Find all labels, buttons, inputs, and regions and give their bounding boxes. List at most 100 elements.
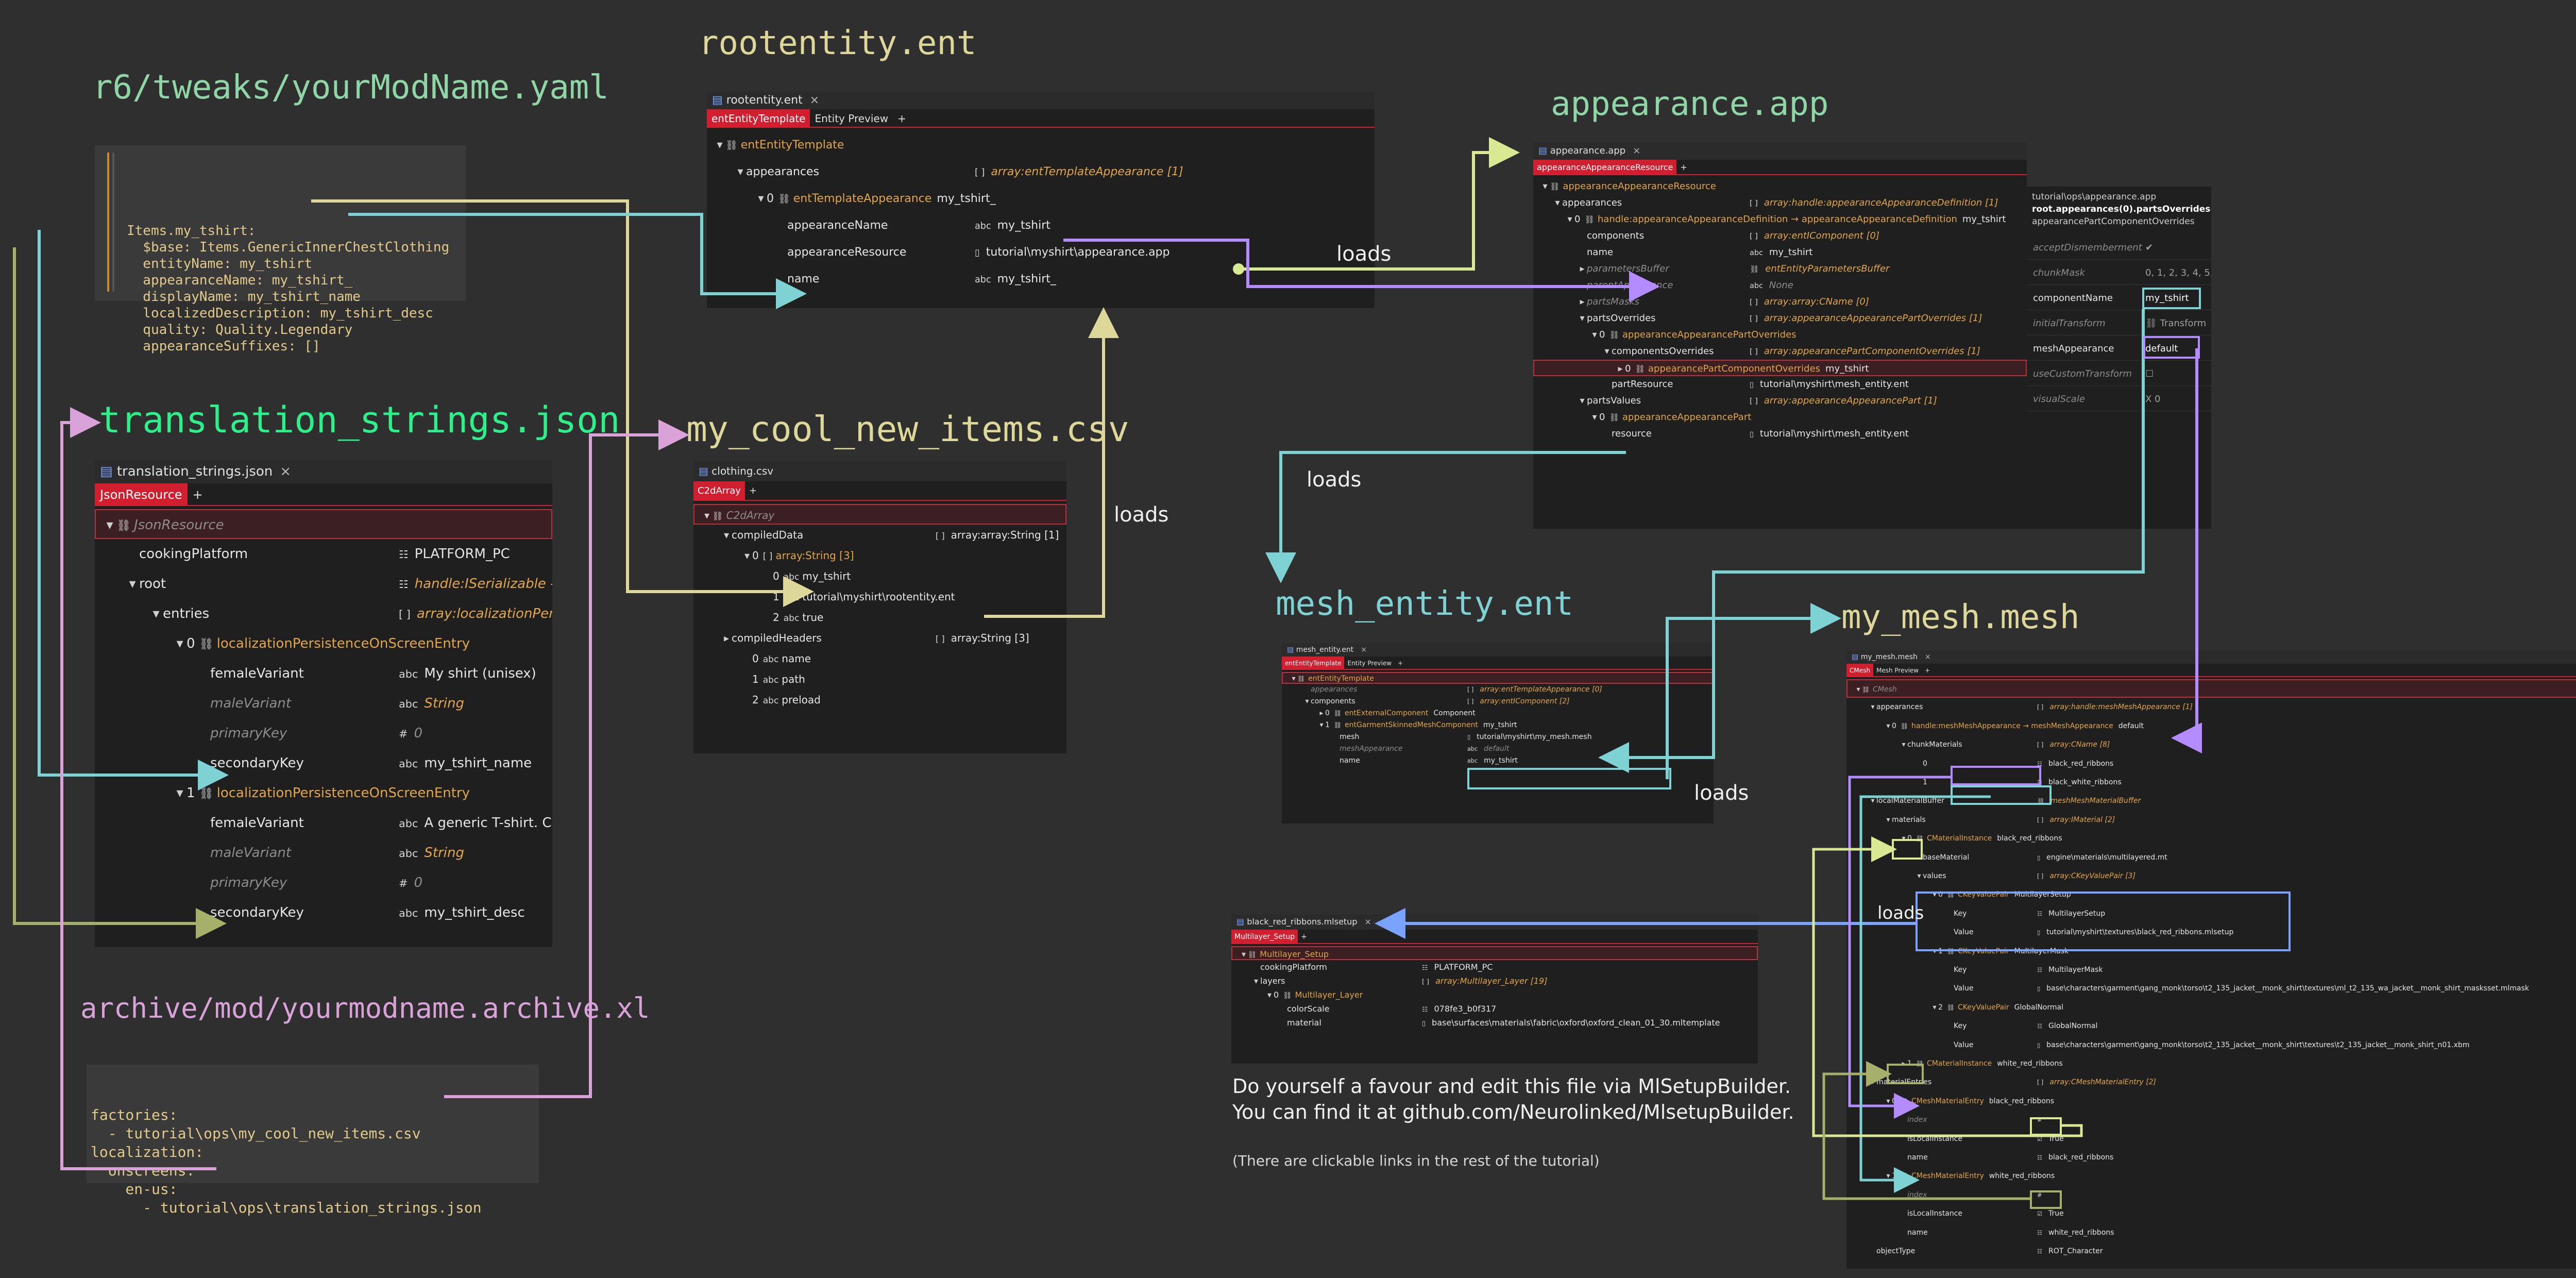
tree-row[interactable]: ▾appearances[ ]array:handle:meshMeshAppe… [1846,698,2576,716]
chevron-down-icon[interactable]: ▾ [1856,685,1860,694]
tree-row[interactable]: ▾0⛓handle:appearanceAppearanceDefinition… [1533,211,2027,228]
chevron-right-icon[interactable]: ▸ [1319,709,1324,717]
tree-row[interactable]: ▾layers[ ]array:Multilayer_Layer [19] [1231,974,1758,988]
tree-row[interactable]: isLocalInstance☑True [1846,1204,2576,1223]
chevron-down-icon[interactable]: ▾ [1592,329,1597,340]
chevron-down-icon[interactable]: ▾ [129,576,136,592]
tree-row[interactable]: ▾components[ ]array:entIComponent [2] [1282,696,1714,708]
chevron-down-icon[interactable]: ▾ [737,165,743,178]
tab-1[interactable]: + [1301,933,1307,941]
tab-0[interactable]: Multilayer_Setup [1231,930,1298,944]
tree-row[interactable]: ▸partsMasks[ ]array:array:CName [0] [1533,294,2027,310]
tree-row[interactable]: ▾chunkMaterials[ ]array:CName [8] [1846,735,2576,754]
chevron-down-icon[interactable]: ▾ [717,139,723,152]
tree-row[interactable]: ▾0⛓appearanceAppearancePart [1533,409,2027,426]
tree-row[interactable]: ▾compiledData[ ]array:array:String [1] [693,525,1066,545]
tree-row[interactable]: ▾⛓CMesh [1846,679,2576,698]
tab-0[interactable]: appearanceAppearanceResource [1533,160,1677,175]
chevron-right-icon[interactable]: ▸ [1580,263,1585,274]
tree-row[interactable]: objectType☷ROT_Character [1846,1242,2576,1260]
chevron-right-icon[interactable]: ▸ [723,632,730,644]
close-icon[interactable]: × [1361,646,1367,654]
tree-row[interactable]: ▾0⛓localizationPersistenceOnScreenEntry [95,629,552,659]
chevron-down-icon[interactable]: ▾ [1580,313,1585,324]
tree-row[interactable]: ▾0⛓handle:meshMeshAppearance → meshMeshA… [1846,717,2576,735]
chevron-down-icon[interactable]: ▾ [1305,697,1309,705]
chevron-down-icon[interactable]: ▾ [1886,1097,1890,1105]
chevron-down-icon[interactable]: ▾ [1604,346,1609,357]
tree-row[interactable]: ▾⛓appearanceAppearanceResource [1533,178,2027,195]
tree-row[interactable]: ▾1⛓localizationPersistenceOnScreenEntry [95,778,552,808]
tree-row[interactable]: ▾appearances[ ]array:handle:appearanceAp… [1533,195,2027,211]
tree-row[interactable]: ▾root☷handle:ISerializable - [95,569,552,599]
tree-row[interactable]: ▾0⛓Multilayer_Layer [1231,988,1758,1002]
tree-row[interactable]: ▾values[ ]array:CKeyValuePair [3] [1846,867,2576,885]
tree-row[interactable]: primaryKey#0 [95,868,552,898]
tree-row[interactable]: material▯base\surfaces\materials\fabric\… [1231,1016,1758,1030]
property-row[interactable]: initialTransform⛓ Transform [2027,312,2211,335]
chevron-right-icon[interactable]: ▸ [1580,296,1585,307]
chevron-down-icon[interactable]: ▾ [744,549,750,562]
chevron-down-icon[interactable]: ▾ [1886,815,1890,824]
chevron-down-icon[interactable]: ▾ [723,529,730,541]
chevron-down-icon[interactable]: ▾ [1292,675,1296,683]
chevron-down-icon[interactable]: ▾ [1871,703,1875,712]
chevron-down-icon[interactable]: ▾ [152,606,160,621]
tree-row[interactable]: partResource▯tutorial\myshirt\mesh_entit… [1533,376,2027,393]
tree-row[interactable]: ▾⛓C2dArray [693,504,1066,525]
tab-2[interactable]: + [897,112,906,125]
tree-row[interactable]: ▾0[ ]array:String [3] [693,545,1066,566]
tab-2[interactable]: + [1925,667,1930,674]
tab-1[interactable]: + [192,487,203,502]
chevron-down-icon[interactable]: ▾ [176,785,183,801]
chevron-down-icon[interactable]: ▾ [704,509,710,522]
tree-row[interactable]: appearances[ ]array:entTemplateAppearanc… [1282,684,1714,696]
tree-row[interactable]: Key☷GlobalNormal [1846,1017,2576,1035]
chevron-down-icon[interactable]: ▾ [1886,1172,1890,1181]
tree-row[interactable]: ▾0⛓appearanceAppearancePartOverrides [1533,327,2027,343]
chevron-down-icon[interactable]: ▾ [1902,741,1906,749]
property-row[interactable]: useCustomTransform☐ [2027,362,2211,386]
tree-row[interactable]: ▾appearances[ ]array:entTemplateAppearan… [707,159,1375,186]
tree-row[interactable]: colorScale☷078fe3_b0f317 [1231,1002,1758,1016]
close-icon[interactable]: × [809,94,820,107]
chevron-down-icon[interactable]: ▾ [1871,1078,1875,1087]
tree-row[interactable]: Value▯base\characters\garment\gang_monk\… [1846,979,2576,998]
chevron-down-icon[interactable]: ▾ [1592,412,1597,423]
tree-row[interactable]: cookingPlatform☷PLATFORM_PC [95,539,552,569]
chevron-right-icon[interactable]: ▸ [1618,363,1623,374]
chevron-down-icon[interactable]: ▾ [1917,872,1921,880]
tree-row[interactable]: mesh▯tutorial\myshirt\my_mesh.mesh [1282,731,1714,743]
chevron-down-icon[interactable]: ▾ [1933,1003,1937,1012]
tree-row[interactable]: ▾⛓JsonResource [95,509,552,539]
tree-row[interactable]: Value▯base\characters\garment\gang_monk\… [1846,1036,2576,1054]
tab-1[interactable]: Mesh Preview [1876,667,1919,674]
tree-row[interactable]: name☷black_red_ribbons [1846,1148,2576,1167]
close-icon[interactable]: × [1633,145,1641,156]
tree-row[interactable]: ▾partsValues[ ]array:appearanceAppearanc… [1533,393,2027,409]
chevron-down-icon[interactable]: ▾ [1886,721,1890,730]
tab-1[interactable]: + [1680,162,1687,172]
chevron-down-icon[interactable]: ▾ [1555,197,1560,208]
tree-row[interactable]: ▸parametersBuffer⛓entEntityParametersBuf… [1533,261,2027,277]
chevron-down-icon[interactable]: ▾ [106,517,113,533]
chevron-down-icon[interactable]: ▾ [1267,990,1272,1000]
chevron-down-icon[interactable]: ▾ [1871,797,1875,805]
property-row[interactable]: acceptDismemberment✔ [2027,236,2211,260]
tab-2[interactable]: + [1398,660,1403,667]
